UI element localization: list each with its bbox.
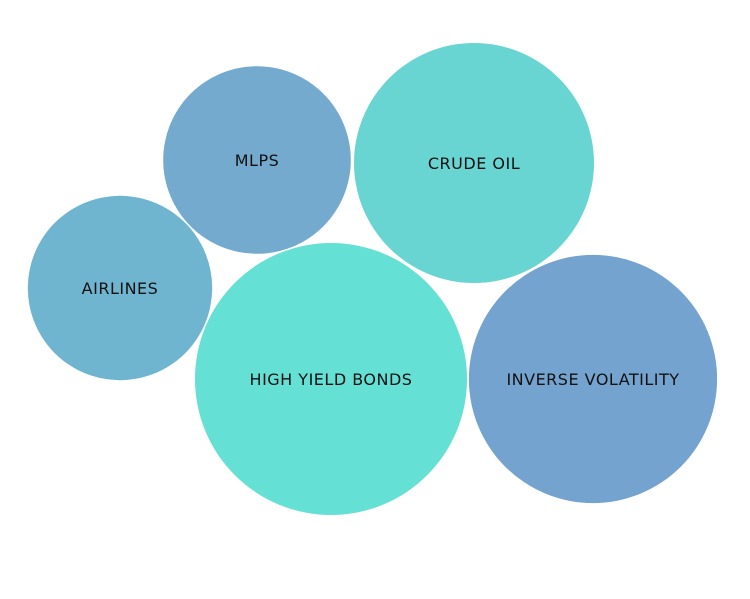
bubble-high-yield-bonds[interactable]: HIGH YIELD BONDS (194, 242, 468, 516)
bubble-inverse-volatility[interactable]: INVERSE VOLATILITY (468, 254, 718, 504)
bubble-crude-oil[interactable]: CRUDE OIL (354, 43, 594, 283)
bubble-circle[interactable] (163, 66, 351, 254)
bubble-label: MLPS (235, 151, 280, 170)
bubble-mlps[interactable]: MLPS (163, 66, 351, 254)
bubble-circle[interactable] (194, 242, 468, 516)
bubble-airlines[interactable]: AIRLINES (27, 195, 213, 381)
bubble-label: AIRLINES (82, 279, 159, 298)
bubble-label: INVERSE VOLATILITY (506, 370, 679, 389)
bubble-circle[interactable] (468, 254, 718, 504)
bubble-label: HIGH YIELD BONDS (250, 370, 413, 389)
bubble-circle[interactable] (354, 43, 594, 283)
bubble-label: CRUDE OIL (428, 154, 520, 173)
bubble-circle[interactable] (27, 195, 213, 381)
